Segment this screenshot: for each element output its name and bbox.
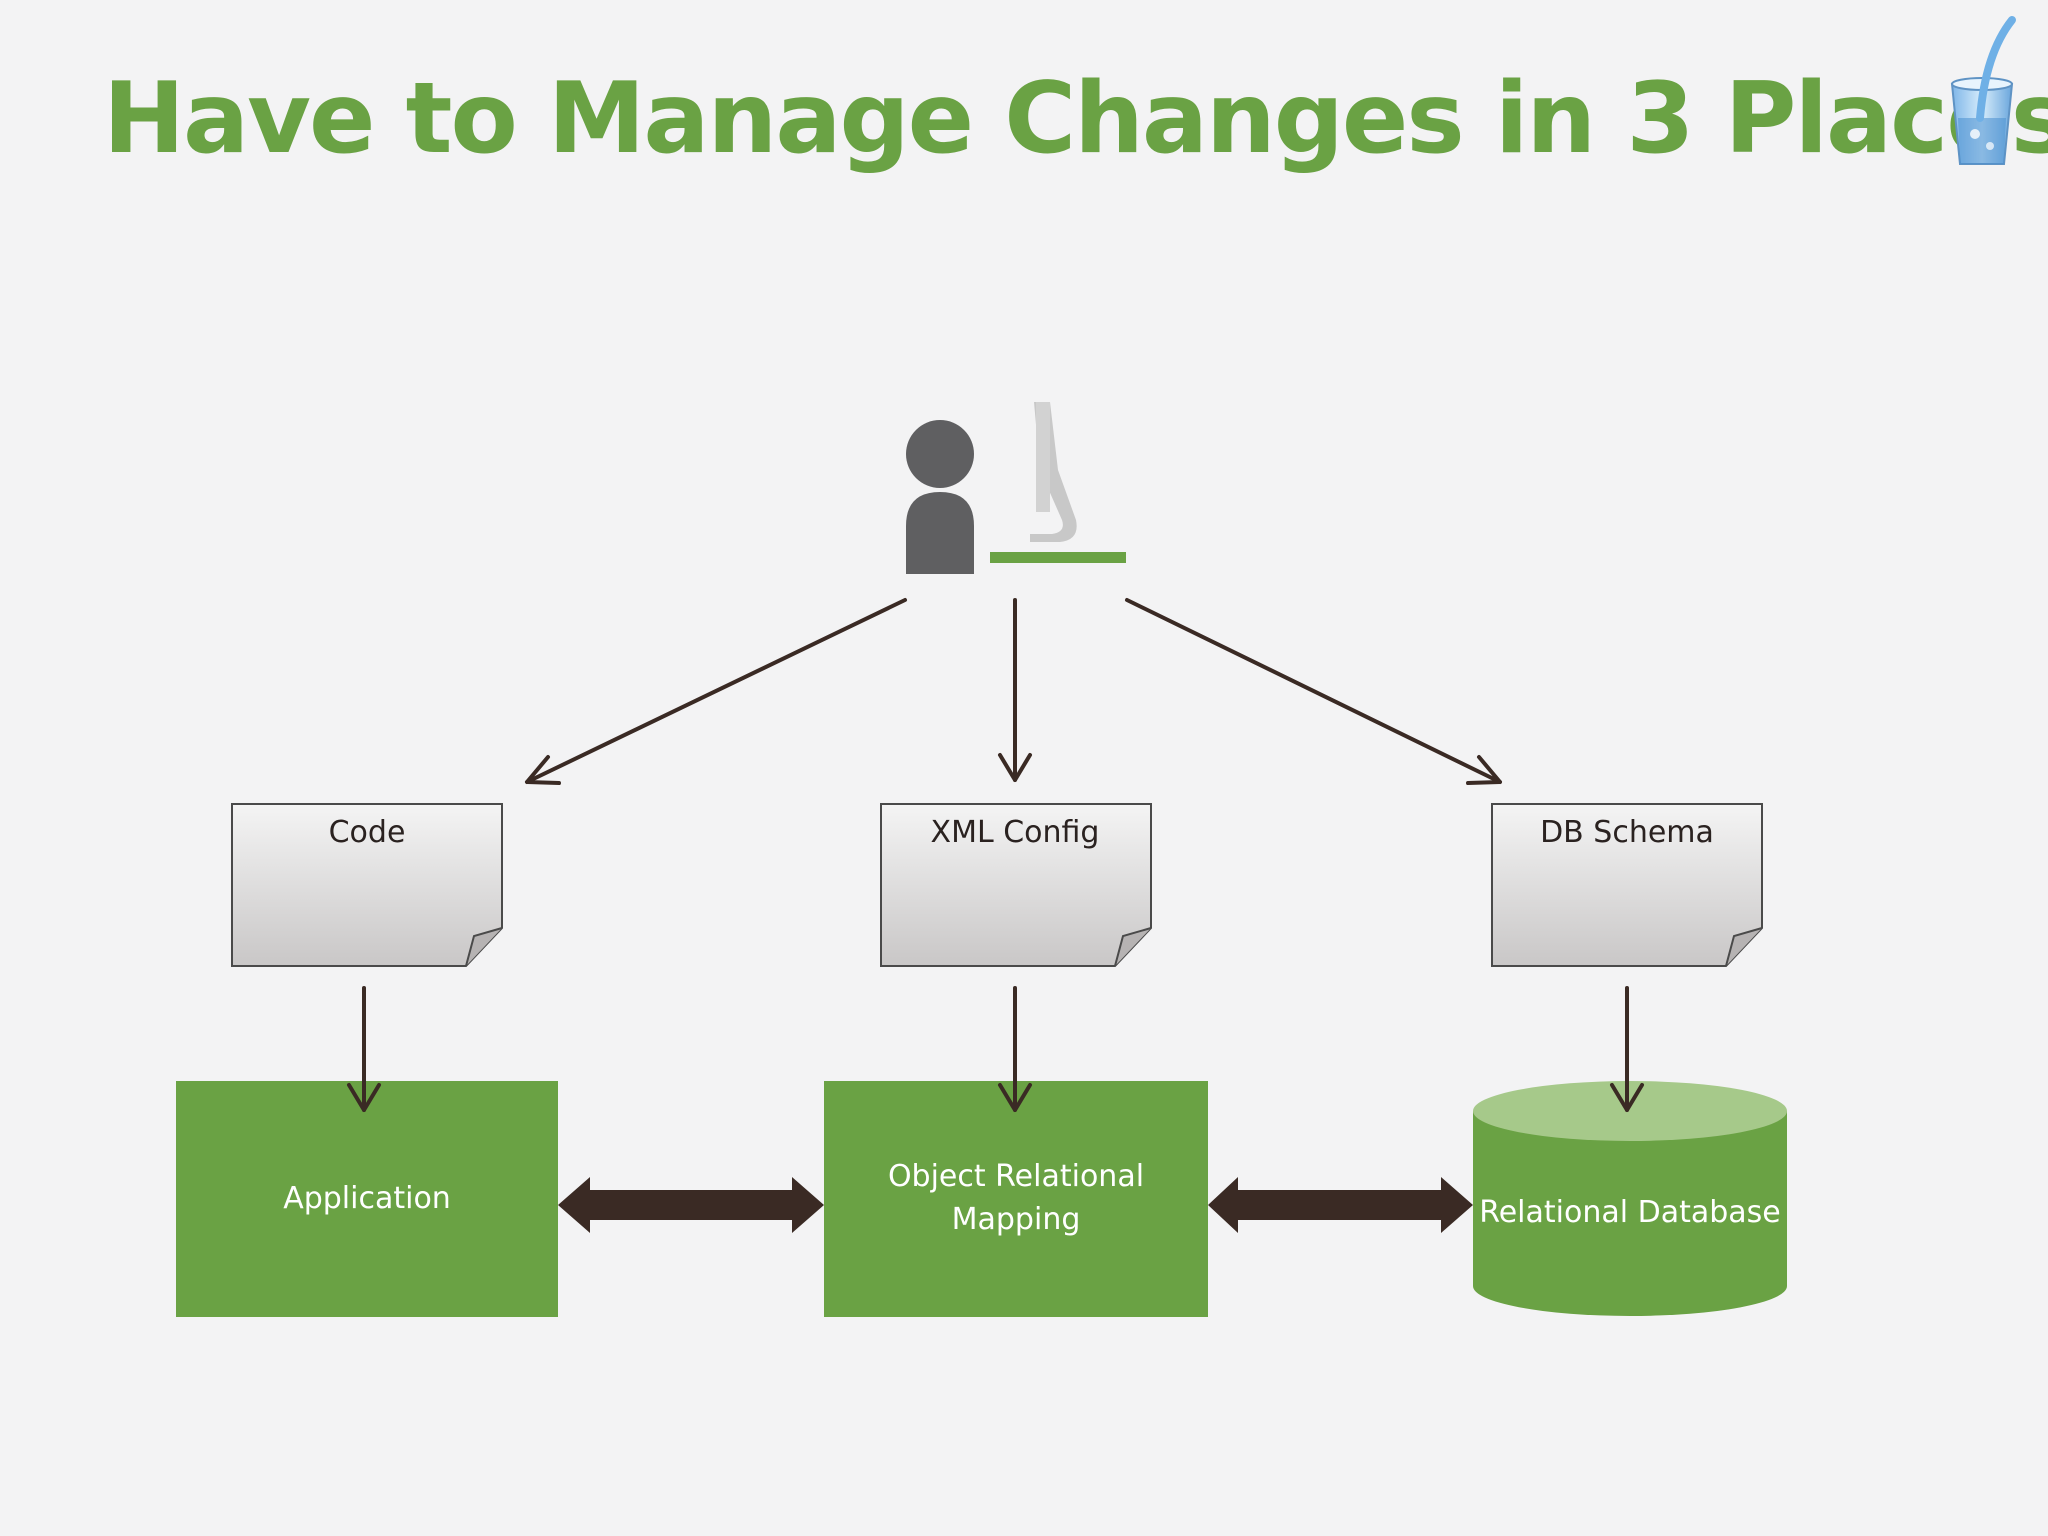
glass-of-water-icon [1950,16,2016,165]
database-label: Relational Database [1479,1195,1781,1230]
relational-database-cylinder: Relational Database [1473,1081,1787,1316]
document-label: XML Config [931,815,1100,850]
orm-label-line1: Object Relational [888,1159,1144,1194]
person-icon [906,420,974,574]
computer-monitor-icon [990,402,1126,563]
document-label: Code [329,815,406,850]
orm-box: Object Relational Mapping [824,1081,1208,1317]
document-label: DB Schema [1540,815,1714,850]
bidirectional-arrow-orm-database [1208,1177,1473,1233]
document-xml-config: XML Config [880,803,1152,967]
deploy-arrows [347,986,1644,1112]
change-arrows [525,598,1502,785]
document-code: Code [231,803,503,967]
bidirectional-arrow-application-orm [558,1177,824,1233]
orm-label-line2: Mapping [952,1202,1081,1237]
application-label: Application [283,1181,451,1216]
document-db-schema: DB Schema [1491,803,1763,967]
slide-title: Have to Manage Changes in 3 Places [103,62,2048,176]
application-box: Application [176,1081,558,1317]
arrow-to-db-schema [1125,598,1502,784]
arrow-to-code [525,598,907,784]
